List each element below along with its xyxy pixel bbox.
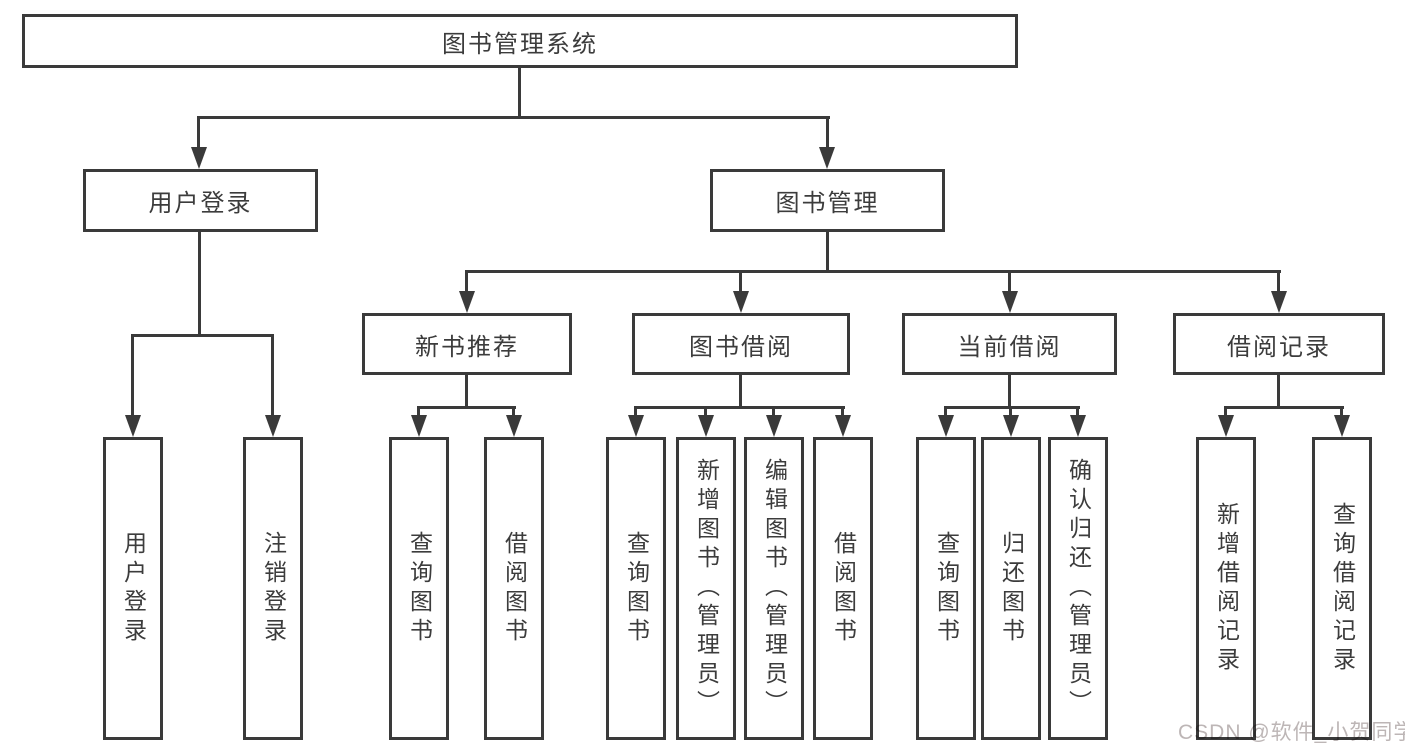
node-root-book-management-system: 图书管理系统	[22, 14, 1018, 68]
connector-drop-leaf-logout	[271, 334, 274, 417]
leaf-confirm-return-admin: 确认归还（管理员）	[1048, 437, 1108, 740]
node-new-book-recommend: 新书推荐	[362, 313, 572, 375]
connector-drop-user-login	[197, 116, 200, 148]
connector-root-stem	[518, 68, 521, 118]
arrow-down-icon	[1218, 415, 1234, 437]
connector-drop-book-borrow	[739, 270, 742, 292]
connector-book-management-hbar	[465, 270, 1281, 273]
connector-borrow-records-stem	[1277, 375, 1280, 408]
leaf-add-books-admin: 新增图书（管理员）	[676, 437, 736, 740]
connector-drop-borrow-records	[1277, 270, 1280, 292]
connector-current-borrow-hbar	[944, 406, 1080, 409]
arrow-down-icon	[766, 415, 782, 437]
node-book-management: 图书管理	[710, 169, 945, 232]
leaf-query-books-borrow: 查询图书	[606, 437, 666, 740]
leaf-user-login: 用户登录	[103, 437, 163, 740]
connector-drop	[1340, 406, 1343, 417]
arrow-down-icon	[1070, 415, 1086, 437]
connector-drop	[944, 406, 947, 417]
leaf-edit-books-admin: 编辑图书（管理员）	[744, 437, 804, 740]
connector-drop-new-book	[465, 270, 468, 292]
connector-user-login-hbar	[131, 334, 274, 337]
leaf-logout: 注销登录	[243, 437, 303, 740]
arrow-down-icon	[835, 415, 851, 437]
node-current-borrow: 当前借阅	[902, 313, 1117, 375]
arrow-down-icon	[938, 415, 954, 437]
arrow-down-icon	[125, 415, 141, 437]
connector-book-borrow-hbar	[634, 406, 845, 409]
arrow-down-icon	[698, 415, 714, 437]
leaf-borrow-books-recommend: 借阅图书	[484, 437, 544, 740]
connector-drop	[512, 406, 515, 417]
arrow-down-icon	[1271, 291, 1287, 313]
connector-drop-current-borrow	[1008, 270, 1011, 292]
connector-drop	[772, 406, 775, 417]
leaf-borrow-books: 借阅图书	[813, 437, 873, 740]
arrow-down-icon	[459, 291, 475, 313]
connector-book-borrow-stem	[739, 375, 742, 408]
connector-borrow-records-hbar	[1224, 406, 1344, 409]
connector-drop	[1076, 406, 1079, 417]
arrow-down-icon	[819, 147, 835, 169]
connector-user-login-stem	[198, 232, 201, 336]
leaf-add-borrow-record: 新增借阅记录	[1196, 437, 1256, 740]
arrow-down-icon	[265, 415, 281, 437]
leaf-query-books-current: 查询图书	[916, 437, 976, 740]
node-borrow-records: 借阅记录	[1173, 313, 1385, 375]
node-user-login: 用户登录	[83, 169, 318, 232]
arrow-down-icon	[733, 291, 749, 313]
connector-drop-book-management	[826, 116, 829, 148]
arrow-down-icon	[1003, 415, 1019, 437]
connector-book-management-stem	[826, 232, 829, 272]
connector-drop	[417, 406, 420, 417]
connector-current-borrow-stem	[1008, 375, 1011, 408]
leaf-query-books-recommend: 查询图书	[389, 437, 449, 740]
arrow-down-icon	[506, 415, 522, 437]
node-book-borrow: 图书借阅	[632, 313, 850, 375]
arrow-down-icon	[411, 415, 427, 437]
connector-drop	[1009, 406, 1012, 417]
connector-drop	[1224, 406, 1227, 417]
arrow-down-icon	[1002, 291, 1018, 313]
arrow-down-icon	[628, 415, 644, 437]
connector-drop-leaf-user-login	[131, 334, 134, 417]
connector-drop	[841, 406, 844, 417]
csdn-watermark: CSDN @软件_小贺同学	[1178, 721, 1405, 744]
connector-new-book-hbar	[417, 406, 516, 409]
connector-new-book-stem	[465, 375, 468, 408]
leaf-query-borrow-record: 查询借阅记录	[1312, 437, 1372, 740]
arrow-down-icon	[1334, 415, 1350, 437]
arrow-down-icon	[191, 147, 207, 169]
leaf-return-books: 归还图书	[981, 437, 1041, 740]
connector-root-hbar	[198, 116, 830, 119]
connector-drop	[634, 406, 637, 417]
connector-drop	[704, 406, 707, 417]
